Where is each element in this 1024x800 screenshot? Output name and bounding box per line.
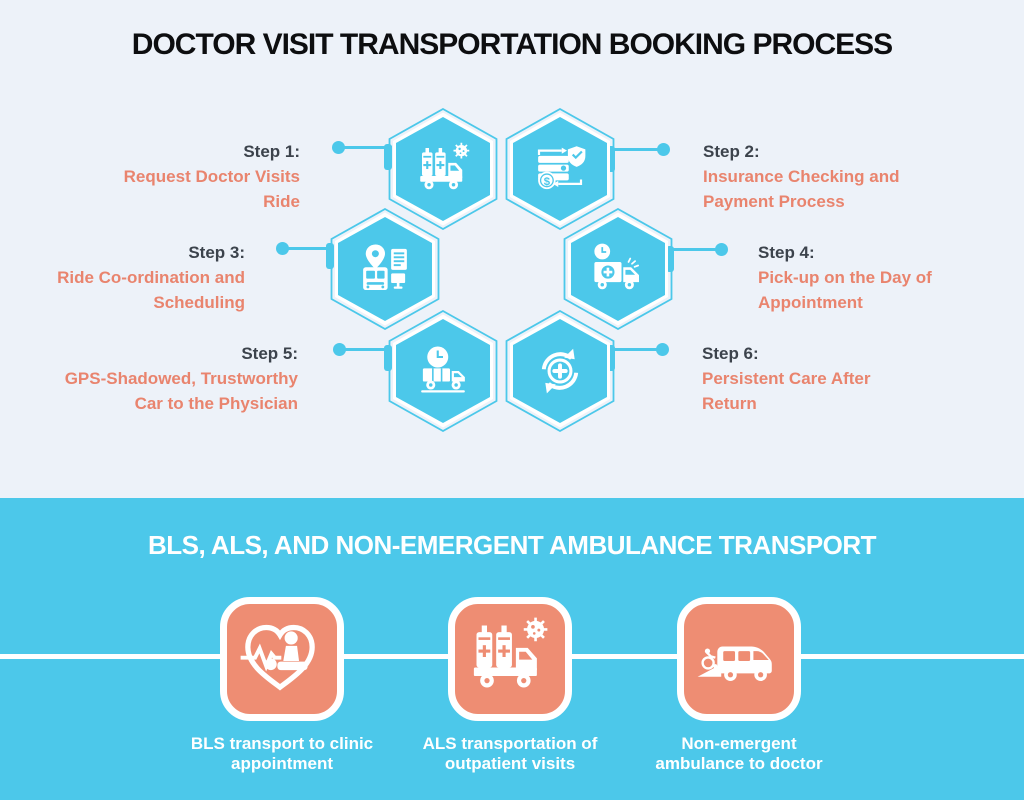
insurance-payment-icon: $ xyxy=(537,146,586,190)
als-label-line-2: outpatient visits xyxy=(444,754,576,773)
step-3-desc-line-1: Ride Co-ordination and xyxy=(57,268,245,287)
cpr-heart-icon xyxy=(240,624,315,691)
als-label-line-1: ALS transportation of xyxy=(422,734,598,753)
non-emergent-label-line-2: ambulance to doctor xyxy=(655,754,823,773)
step-1-desc-line-2: Ride xyxy=(263,192,300,211)
step-2-text: Step 2: Insurance Checking and Payment P… xyxy=(703,139,983,214)
step-6-label: Step 6: xyxy=(702,344,759,363)
connector-tab xyxy=(607,146,615,172)
wheelchair-van-icon xyxy=(697,646,772,682)
step-4-desc-line-1: Pick-up on the Day of xyxy=(758,268,932,287)
step-1-desc-line-1: Request Doctor Visits xyxy=(123,167,300,186)
booking-process-section: DOCTOR VISIT TRANSPORTATION BOOKING PROC… xyxy=(0,0,1024,498)
bls-card-label: BLS transport to clinic appointment xyxy=(162,734,402,774)
gps-truck-clock-icon xyxy=(421,346,465,393)
connector-line xyxy=(611,348,659,351)
step-6-desc-line-2: Return xyxy=(702,394,757,413)
connector-dot xyxy=(332,141,345,154)
connector-line xyxy=(612,148,662,151)
step-5-desc-line-2: Car to the Physician xyxy=(134,394,298,413)
hex-step-2: $ xyxy=(505,108,615,230)
connector-tab xyxy=(666,246,674,272)
hex-step-6 xyxy=(505,310,615,432)
step-4-desc-line-2: Appointment xyxy=(758,293,863,312)
step-2-desc-line-1: Insurance Checking and xyxy=(703,167,900,186)
hex-step-3 xyxy=(330,208,440,330)
step-3-label: Step 3: xyxy=(188,243,245,262)
connector-dot xyxy=(276,242,289,255)
connector-dot xyxy=(657,143,670,156)
step-5-text: Step 5: GPS-Shadowed, Trustworthy Car to… xyxy=(28,341,298,416)
step-3-text: Step 3: Ride Co-ordination and Schedulin… xyxy=(0,240,245,315)
step-6-text: Step 6: Persistent Care After Return xyxy=(702,341,982,416)
supply-truck-icon xyxy=(420,142,470,190)
connector-dot xyxy=(656,343,669,356)
connector-dot xyxy=(333,343,346,356)
persistent-care-icon xyxy=(541,348,579,394)
bls-label-line-2: appointment xyxy=(231,754,333,773)
connector-line xyxy=(670,248,718,251)
als-card xyxy=(448,597,572,721)
step-6-desc-line-1: Persistent Care After xyxy=(702,369,871,388)
ambulance-pickup-icon xyxy=(594,243,639,290)
bls-label-line-1: BLS transport to clinic xyxy=(190,734,374,753)
connector-line xyxy=(345,348,392,351)
ambulance-transport-section: BLS, ALS, AND NON-EMERGENT AMBULANCE TRA… xyxy=(0,498,1024,800)
non-emergent-label-line-1: Non-emergent xyxy=(681,734,797,753)
connector-tab xyxy=(607,345,615,371)
als-truck-icon xyxy=(473,617,548,688)
step-5-desc-line-1: GPS-Shadowed, Trustworthy xyxy=(64,369,298,388)
bls-card xyxy=(220,597,344,721)
step-4-label: Step 4: xyxy=(758,243,815,262)
connector-dot xyxy=(715,243,728,256)
connector-line xyxy=(288,247,334,250)
step-3-desc-line-2: Scheduling xyxy=(153,293,245,312)
hex-step-4 xyxy=(563,208,673,330)
als-card-label: ALS transportation of outpatient visits xyxy=(390,734,630,774)
connector-tab xyxy=(326,243,334,269)
ambulance-section-title: BLS, ALS, AND NON-EMERGENT AMBULANCE TRA… xyxy=(147,530,877,560)
step-2-label: Step 2: xyxy=(703,142,760,161)
step-5-label: Step 5: xyxy=(241,344,298,363)
non-emergent-card-label: Non-emergent ambulance to doctor xyxy=(619,734,859,774)
step-1-label: Step 1: xyxy=(243,142,300,161)
connector-tab xyxy=(384,144,392,170)
connector-line xyxy=(344,146,392,149)
page-title: DOCTOR VISIT TRANSPORTATION BOOKING PROC… xyxy=(131,28,893,61)
connector-tab xyxy=(384,345,392,371)
non-emergent-card xyxy=(677,597,801,721)
hex-step-5 xyxy=(388,310,498,432)
step-1-text: Step 1: Request Doctor Visits Ride xyxy=(40,139,300,214)
step-2-desc-line-2: Payment Process xyxy=(703,192,845,211)
step-4-text: Step 4: Pick-up on the Day of Appointmen… xyxy=(758,240,1018,315)
svg-text:$: $ xyxy=(544,176,551,188)
hex-step-1 xyxy=(388,108,498,230)
ride-coordination-icon xyxy=(363,244,407,290)
